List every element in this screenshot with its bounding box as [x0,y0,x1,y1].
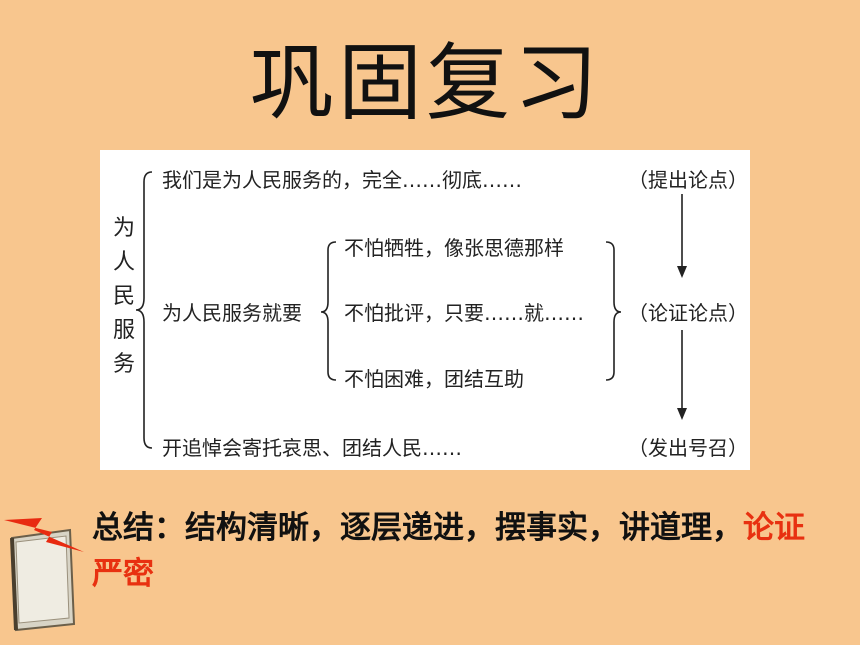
main-topic-vertical: 为人民服务 [112,216,135,377]
stage-label-3: （发出号召） [628,436,748,460]
structure-diagram: 为人民服务 我们是为人民服务的，完全……彻底…… 为人民服务就要 开追悼会寄托哀… [100,150,750,470]
book-lightning-icon [4,518,84,632]
slide-title: 巩固复习 [250,34,603,132]
stage-label-2: （论证论点） [628,301,748,325]
row-top-text: 我们是为人民服务的，完全……彻底…… [162,168,522,192]
main-brace [135,171,153,449]
summary-main: 总结：结构清晰，逐层递进，摆事实，讲道理， [92,510,743,546]
sub-item-2: 不怕批评，只要……就…… [344,301,584,325]
sub-item-3: 不怕困难，团结互助 [344,367,524,391]
diagram-lines [135,171,687,449]
row-middle-text: 为人民服务就要 [162,301,302,325]
inner-left-brace [320,241,337,381]
sub-item-1: 不怕牺牲，像张思德那样 [344,236,564,260]
arrow-head-2 [677,408,687,420]
summary-highlight: 论证严密 [92,510,805,592]
arrow-head-1 [677,266,687,278]
stage-label-1: （提出论点） [628,168,748,192]
inner-right-brace [605,241,622,381]
summary-text: 总结：结构清晰，逐层递进，摆事实，讲道理，论证严密 [92,505,812,597]
row-bottom-text: 开追悼会寄托哀思、团结人民…… [162,436,462,460]
